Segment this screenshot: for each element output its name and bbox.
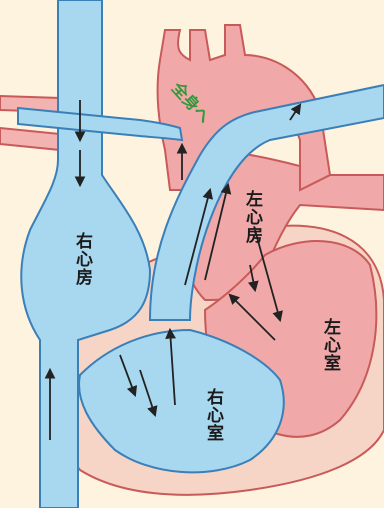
label-left-atrium: 左心房 [242, 190, 262, 244]
label-right-atrium: 右心房 [72, 232, 92, 286]
label-left-ventricle: 左心室 [320, 318, 340, 372]
pulmonary-vein-left-lower [0, 128, 60, 150]
label-right-ventricle: 右心室 [203, 388, 223, 442]
